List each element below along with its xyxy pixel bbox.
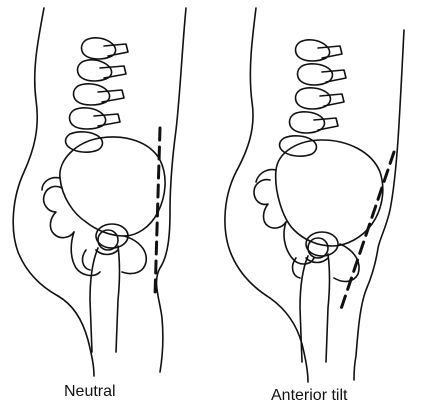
neutral-pelvis-drawing bbox=[13, 8, 186, 376]
tilt-femur bbox=[300, 254, 330, 362]
neutral-body-outline-front bbox=[157, 8, 186, 372]
anterior-tilt-pelvis-drawing bbox=[225, 8, 404, 382]
tilt-acetabulum bbox=[306, 232, 338, 256]
neutral-sacrum bbox=[44, 186, 74, 237]
neutral-thigh-back-line bbox=[58, 296, 94, 376]
neutral-caption: Neutral bbox=[64, 383, 116, 401]
tilt-thigh-back-line bbox=[270, 298, 308, 382]
neutral-body-outline-back bbox=[13, 8, 58, 296]
neutral-ilium bbox=[60, 137, 165, 236]
anterior-tilt-caption: Anterior tilt bbox=[271, 387, 347, 405]
tilt-body-outline-back bbox=[225, 8, 270, 298]
neutral-lumbar-spine bbox=[66, 38, 129, 152]
neutral-femur bbox=[90, 246, 120, 352]
tilt-sacrum bbox=[254, 180, 286, 228]
tilt-body-outline-front bbox=[354, 30, 404, 380]
tilt-lumbar-spine bbox=[280, 40, 347, 156]
